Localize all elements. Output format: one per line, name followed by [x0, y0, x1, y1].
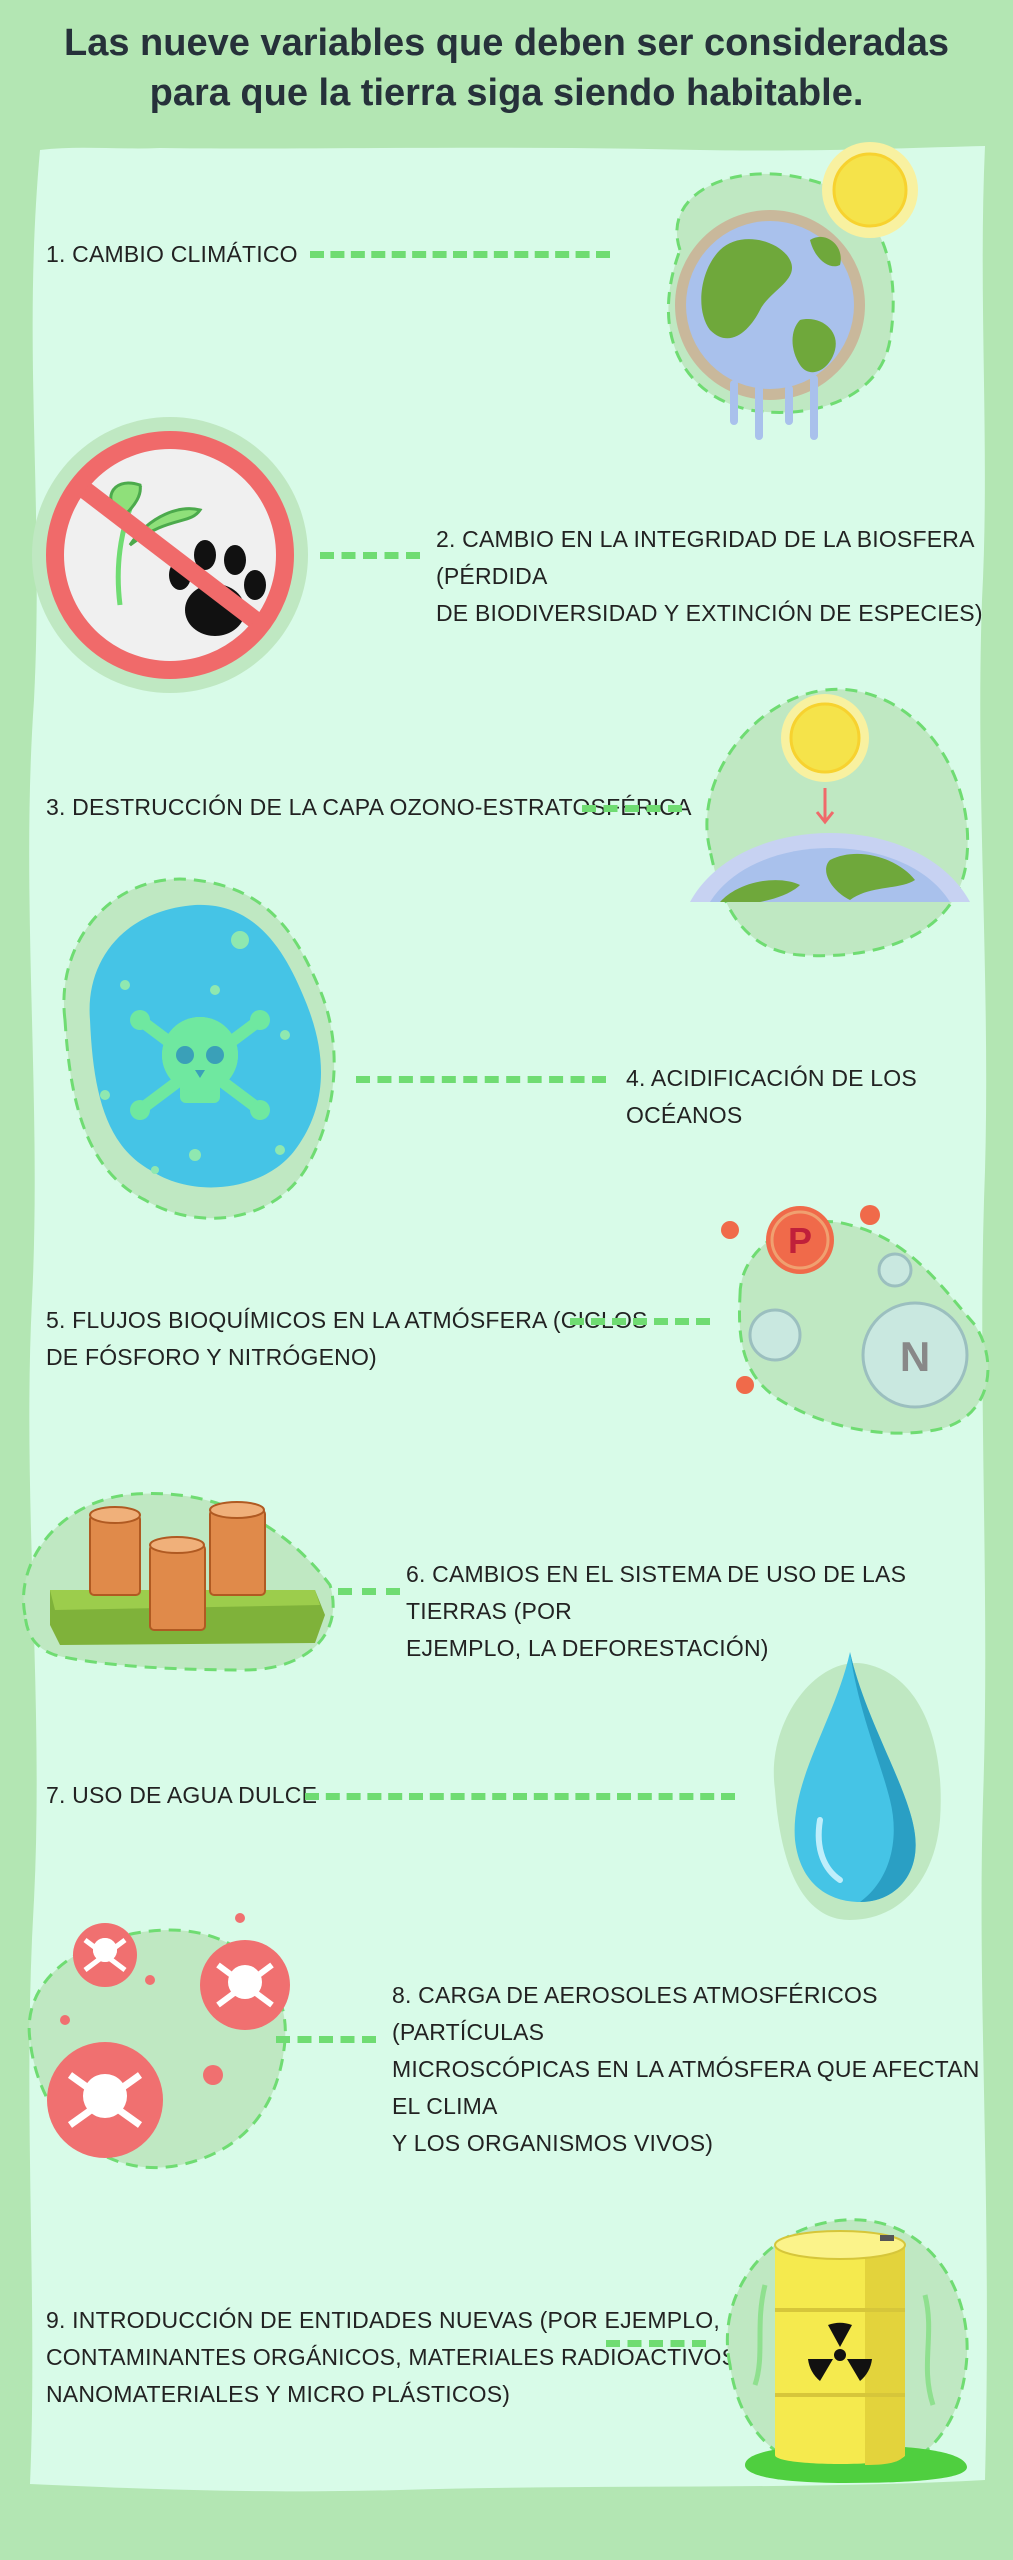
earth-sun-melting-icon — [666, 142, 918, 440]
water-drop-icon — [773, 1652, 941, 1920]
ozone-layer-icon — [690, 687, 970, 958]
item-7-connector — [305, 1793, 735, 1800]
item-2-label: 2. CAMBIO EN LA INTEGRIDAD DE LA BIOSFER… — [436, 526, 983, 626]
item-7-label: 7. USO DE AGUA DULCE — [46, 1782, 318, 1808]
toxic-ocean-icon — [62, 877, 336, 1220]
aerosol-skulls-icon — [27, 1913, 290, 2170]
item-4-label: 4. ACIDIFICACIÓN DE LOS OCÉANOS — [626, 1065, 917, 1128]
no-wildlife-icon — [32, 417, 308, 693]
radioactive-barrel-icon — [725, 2218, 969, 2483]
phosphorus-symbol: P — [788, 1220, 812, 1261]
item-6-connector — [338, 1588, 400, 1595]
item-5-label: 5. FLUJOS BIOQUÍMICOS EN LA ATMÓSFERA (C… — [46, 1307, 648, 1370]
item-5-connector — [570, 1318, 710, 1325]
page-title: Las nueve variables que deben ser consid… — [0, 18, 1013, 118]
nitrogen-symbol: N — [900, 1333, 930, 1380]
item-9-connector — [606, 2340, 706, 2347]
item-2-connector — [320, 552, 420, 559]
item-1-connector — [310, 251, 610, 258]
item-8-label: 8. CARGA DE AEROSOLES ATMOSFÉRICOS (PART… — [392, 1982, 980, 2156]
item-1-label: 1. CAMBIO CLIMÁTICO — [46, 241, 298, 267]
item-3-connector — [582, 805, 682, 812]
item-6-label: 6. CAMBIOS EN EL SISTEMA DE USO DE LAS T… — [406, 1561, 907, 1661]
item-8-connector — [276, 2036, 376, 2043]
phosphorus-nitrogen-icon: P N — [721, 1205, 990, 1435]
item-4-connector — [356, 1076, 606, 1083]
title-line-1: Las nueve variables que deben ser consid… — [64, 22, 949, 64]
title-line-2: para que la tierra siga siendo habitable… — [149, 72, 864, 114]
item-9-label: 9. INTRODUCCIÓN DE ENTIDADES NUEVAS (POR… — [46, 2307, 744, 2407]
deforestation-icon — [22, 1492, 335, 1672]
